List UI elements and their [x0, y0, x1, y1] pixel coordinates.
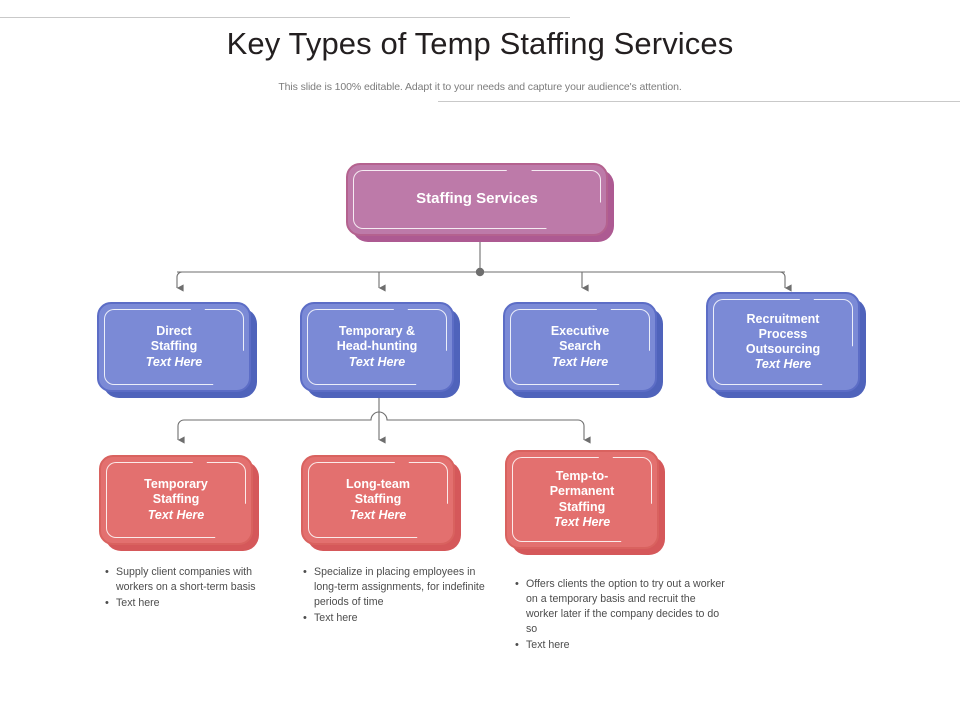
node-title-line: Recruitment	[746, 311, 820, 326]
node-subtitle: Text Here	[553, 514, 611, 529]
node-face	[99, 455, 253, 545]
node-highlight	[510, 309, 620, 385]
header-divider-top	[0, 17, 570, 18]
node-label: Long-team Staffing Text Here	[301, 455, 455, 545]
node-highlight-corner	[531, 170, 601, 203]
bullet-marker: •	[303, 566, 307, 578]
node-highlight	[307, 309, 417, 385]
node-temporary-staffing[interactable]: Temporary Staffing Text Here	[99, 455, 259, 551]
node-title-line: Search	[559, 339, 601, 354]
list-item-text: Supply client companies with workers on …	[116, 566, 256, 594]
node-executive-search[interactable]: Executive Search Text Here	[503, 302, 663, 398]
node-title-line: Permanent	[549, 484, 615, 499]
node-face	[301, 455, 455, 545]
node-subtitle: Text Here	[145, 354, 203, 369]
node-highlight-corner	[408, 462, 448, 504]
node-title-line: Temp-to-	[555, 469, 609, 483]
node-title-line: Staffing	[150, 339, 198, 354]
node-subtitle: Text Here	[754, 357, 812, 372]
node-subtitle: Text Here	[348, 354, 406, 369]
node-face	[97, 302, 251, 392]
list-item: • Text here	[303, 611, 495, 627]
node-highlight	[106, 462, 216, 538]
list-item-text: Specialize in placing employees in long-…	[314, 566, 485, 609]
bullet-group-temp-to-permanent-staffing: • Offers clients the option to try out a…	[515, 577, 730, 655]
page-title: Key Types of Temp Staffing Services	[226, 26, 734, 61]
node-title-line: Outsourcing	[745, 342, 821, 356]
node-highlight-corner	[610, 309, 650, 351]
bullet-group-long-team-staffing: • Specialize in placing employees in lon…	[303, 565, 495, 628]
bullet-group-temporary-staffing: • Supply client companies with workers o…	[105, 565, 270, 613]
node-title-line: Executive	[550, 324, 610, 339]
list-item: • Text here	[105, 596, 270, 612]
node-title-line: Temporary &	[338, 324, 416, 339]
node-label: Temporary & Head-hunting Text Here	[300, 302, 454, 392]
node-subtitle: Text Here	[551, 354, 609, 369]
node-staffing-services[interactable]: Staffing Services	[346, 163, 614, 242]
node-subtitle: Text Here	[349, 507, 407, 522]
node-face	[505, 450, 659, 549]
bullet-marker: •	[105, 566, 109, 578]
node-temp-to-permanent-staffing[interactable]: Temp-to- Permanent Staffing Text Here	[505, 450, 665, 555]
node-title: Staffing Services	[416, 190, 538, 208]
bullet-marker: •	[105, 597, 109, 610]
node-highlight-corner	[206, 462, 246, 504]
node-label: Direct Staffing Text Here	[97, 302, 251, 392]
node-title-line: Long-team	[346, 477, 410, 492]
node-temporary-head-hunting[interactable]: Temporary & Head-hunting Text Here	[300, 302, 460, 398]
node-long-team-staffing[interactable]: Long-team Staffing Text Here	[301, 455, 461, 551]
node-highlight	[308, 462, 418, 538]
bullet-marker: •	[515, 578, 519, 590]
list-item: • Offers clients the option to try out a…	[515, 577, 730, 637]
node-face	[503, 302, 657, 392]
node-recruitment-process-outsourcing[interactable]: Recruitment Process Outsourcing Text Her…	[706, 292, 866, 398]
node-face	[706, 292, 860, 392]
node-label: Temporary Staffing Text Here	[99, 455, 253, 545]
node-title-line: Staffing	[354, 492, 402, 507]
node-direct-staffing[interactable]: Direct Staffing Text Here	[97, 302, 257, 398]
list-item-text: Text here	[116, 597, 160, 610]
list-item: • Text here	[515, 638, 730, 654]
node-subtitle: Text Here	[147, 507, 205, 522]
node-highlight	[104, 309, 214, 385]
node-highlight	[353, 170, 547, 229]
node-title-line: Head-hunting	[336, 339, 418, 354]
list-item-text: Text here	[314, 612, 358, 625]
list-item-text: Text here	[526, 639, 570, 652]
bullet-marker: •	[303, 612, 307, 625]
node-title-line: Temporary	[144, 477, 208, 492]
node-highlight-corner	[612, 457, 652, 504]
node-title-line: Staffing	[558, 499, 606, 514]
node-highlight	[713, 299, 823, 385]
node-title-line: Direct	[156, 324, 192, 339]
node-highlight-corner	[407, 309, 447, 351]
header-divider-bottom	[438, 101, 960, 102]
node-highlight-corner	[813, 299, 853, 347]
page-subtitle: This slide is 100% editable. Adapt it to…	[278, 81, 682, 93]
list-item-text: Offers clients the option to try out a w…	[526, 578, 725, 636]
node-face	[300, 302, 454, 392]
node-highlight-corner	[204, 309, 244, 351]
node-label: Staffing Services	[346, 163, 608, 236]
node-title-line: Process	[758, 326, 808, 341]
node-title-line: Staffing	[152, 492, 200, 507]
list-item: • Specialize in placing employees in lon…	[303, 565, 495, 610]
bullet-marker: •	[515, 639, 519, 652]
node-face	[346, 163, 608, 236]
node-label: Temp-to- Permanent Staffing Text Here	[505, 450, 659, 549]
node-highlight	[512, 457, 622, 542]
node-label: Executive Search Text Here	[503, 302, 657, 392]
node-label: Recruitment Process Outsourcing Text Her…	[706, 292, 860, 392]
list-item: • Supply client companies with workers o…	[105, 565, 270, 595]
